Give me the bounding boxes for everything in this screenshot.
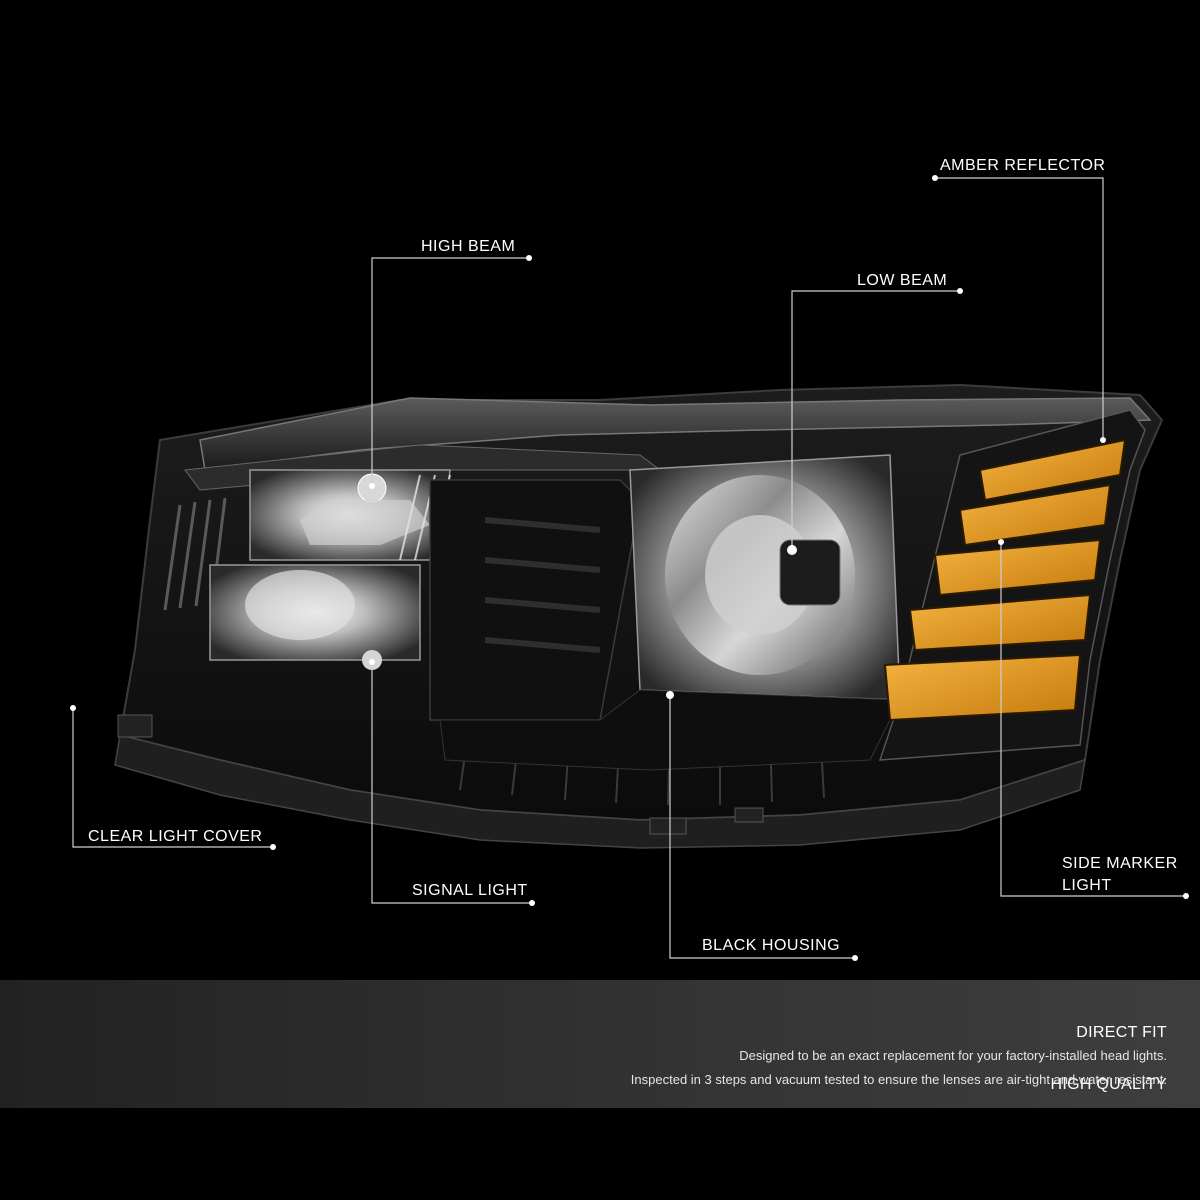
feature-description: Inspected in 3 steps and vacuum tested t… [630,1072,1167,1087]
signal-light-label: SIGNAL LIGHT [412,882,528,899]
low-beam-chamber [629,454,901,701]
low-beam-label: LOW BEAM [857,272,948,289]
feature-title: HIGH QUALITY [1050,1076,1167,1093]
amber-reflector-label: AMBER REFLECTOR [940,157,1106,174]
clear-light-cover-label: CLEAR LIGHT COVER [88,828,263,845]
features-panel: DIRECT FIT Designed to be an exact repla… [0,980,1200,1108]
amber-reflector-strip [878,409,1146,761]
signal-light-chamber [209,564,421,670]
housing-blade [429,479,641,721]
side-marker-label-line2: LIGHT [1062,877,1112,894]
high-beam-chamber [249,469,451,561]
high-beam-label: HIGH BEAM [421,238,516,255]
black-housing-label: BLACK HOUSING [702,937,841,954]
callout-lines [72,177,1186,959]
callout-dots [70,175,1189,961]
side-marker-label-line1: SIDE MARKER [1062,855,1178,872]
feature-title: DIRECT FIT [1076,1024,1167,1041]
feature-description: Designed to be an exact replacement for … [739,1048,1167,1063]
